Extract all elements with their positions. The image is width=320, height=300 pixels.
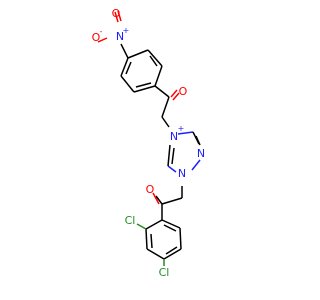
bond: [167, 165, 177, 173]
bond: [161, 197, 183, 205]
bond: [155, 195, 163, 205]
bond: [136, 223, 147, 230]
bond: [149, 55, 158, 67]
atom-o-minus: O: [92, 31, 101, 44]
bond: [170, 89, 178, 98]
atom-cl-para: Cl: [159, 266, 170, 279]
bond: [165, 246, 178, 255]
lower-acyl-linker: [152, 186, 183, 220]
bond: [135, 82, 152, 88]
molecule-structure-diagram: O - N + O O N + N N O Cl Cl: [92, 7, 205, 279]
bond: [97, 37, 108, 43]
bond: [154, 65, 163, 87]
chloro-substituents: [136, 223, 165, 266]
bond: [172, 92, 180, 101]
charge-minus: -: [100, 27, 103, 36]
atom-o-ketone-bottom: O: [146, 183, 155, 196]
atom-o-ketone-top: O: [179, 85, 188, 98]
atom-n-nitro: N: [116, 30, 124, 43]
bond: [117, 10, 122, 22]
atom-n4-plus: N: [170, 130, 178, 143]
dichlorophenyl-ring: [145, 219, 182, 260]
bond: [152, 192, 160, 205]
bond: [195, 135, 201, 146]
bond: [163, 248, 182, 260]
nitrophenyl-ring: [120, 49, 163, 93]
nitro-group: [97, 10, 129, 59]
bond: [161, 219, 181, 229]
bond: [146, 248, 165, 260]
bond: [145, 219, 163, 230]
atom-cl-ortho: Cl: [125, 214, 136, 227]
bond: [120, 75, 135, 93]
bond: [120, 43, 129, 59]
bond: [171, 147, 175, 165]
bond: [161, 96, 170, 118]
upper-acyl-linker: [154, 85, 180, 128]
bond: [191, 159, 201, 171]
atom-o-nitro: O: [112, 7, 121, 20]
bond: [147, 49, 163, 67]
bond: [161, 116, 170, 128]
bond: [133, 85, 156, 93]
charge-plus-triazolium: +: [178, 124, 185, 133]
bond: [179, 227, 182, 250]
bond: [125, 61, 132, 75]
triazolium-ring: [167, 131, 201, 173]
bond: [145, 228, 148, 250]
bond: [127, 49, 149, 59]
atom-n1: N: [178, 167, 186, 180]
bond: [167, 144, 171, 167]
bond: [154, 85, 170, 98]
bond: [120, 57, 129, 77]
bond: [177, 131, 194, 135]
atom-n2: N: [197, 147, 205, 160]
charge-plus-nitro: +: [123, 26, 130, 35]
bond: [114, 11, 119, 23]
bond: [150, 233, 153, 249]
bond: [163, 224, 177, 232]
